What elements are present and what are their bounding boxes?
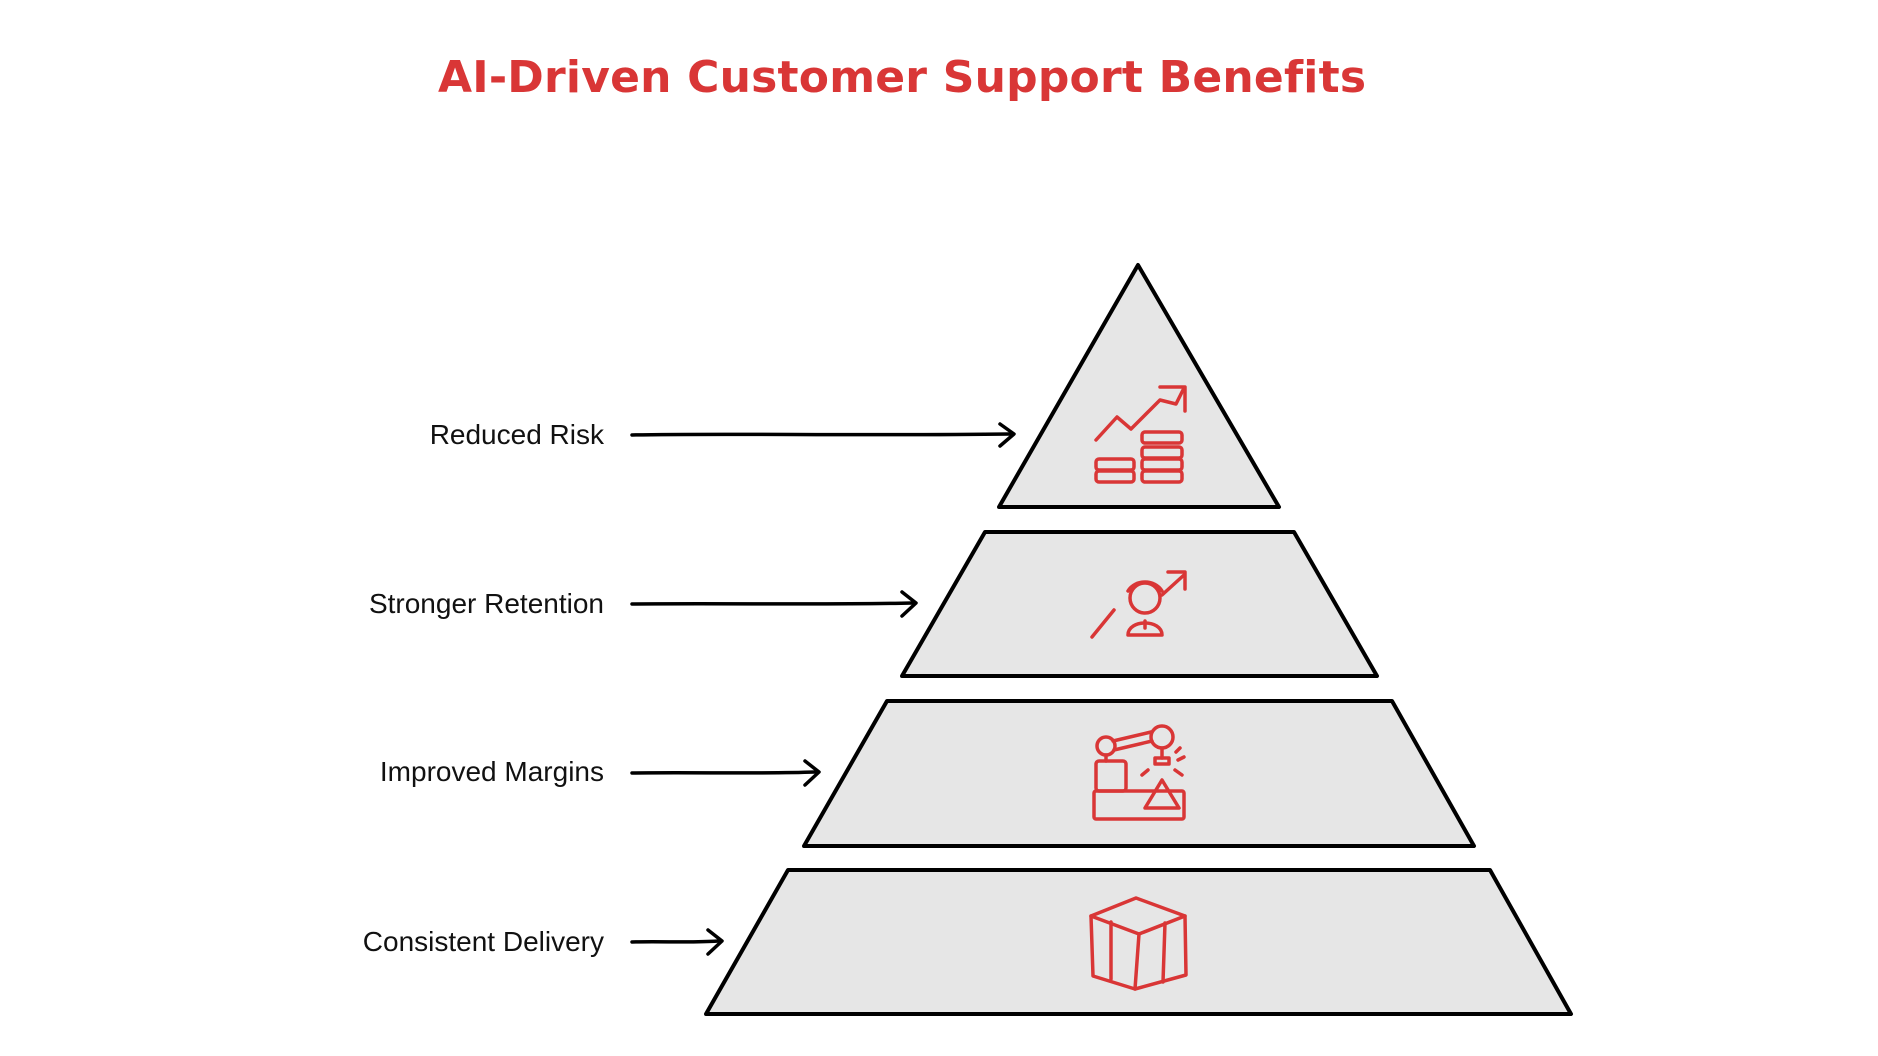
package-box-icon — [1089, 896, 1188, 991]
pyramid-tier-consistent-delivery: Consistent Delivery — [363, 868, 1573, 1016]
tier-shape — [900, 530, 1379, 678]
arrow-right-icon — [630, 590, 918, 618]
tier-label: Stronger Retention — [369, 588, 604, 619]
pyramid-tier-stronger-retention: Stronger Retention — [369, 530, 1379, 678]
arrow-right-icon — [630, 759, 821, 787]
pyramid-tier-improved-margins: Improved Margins — [380, 699, 1476, 848]
tier-shape — [802, 699, 1476, 848]
tier-label: Reduced Risk — [430, 419, 605, 450]
robotic-arm-icon — [1092, 724, 1186, 821]
diagram-title: AI-Driven Customer Support Benefits — [438, 52, 1367, 103]
arrow-right-icon — [630, 928, 724, 956]
tier-label: Consistent Delivery — [363, 926, 604, 957]
customer-growth-icon — [1090, 570, 1187, 639]
rising-trend-coins-icon — [1094, 385, 1187, 484]
tier-label: Improved Margins — [380, 756, 604, 787]
arrow-right-icon — [630, 422, 1016, 448]
tier-shape — [997, 263, 1281, 509]
pyramid-tier-reduced-risk: Reduced Risk — [430, 263, 1281, 509]
